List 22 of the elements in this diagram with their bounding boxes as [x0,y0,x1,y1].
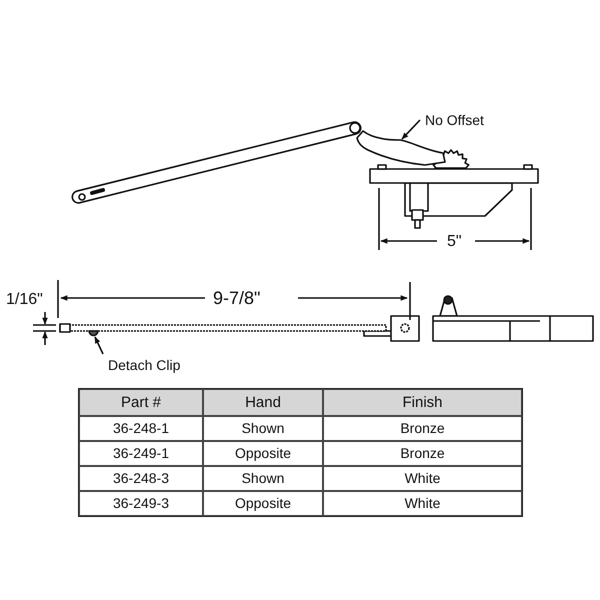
hand-value: Shown [203,466,323,491]
callout-text: No Offset [425,112,484,128]
part-number: 36-249-3 [79,491,203,516]
leader-line [94,336,104,354]
finish-value: Bronze [323,416,522,441]
finish-value: White [323,466,522,491]
hand-value: Opposite [203,441,323,466]
leader-line [401,119,421,140]
hand-value: Opposite [203,491,323,516]
callout-text: Detach Clip [108,357,180,373]
part-number: 36-248-3 [79,466,203,491]
part-number: 36-249-1 [79,441,203,466]
dimension-label: 9-7/8" [213,289,260,307]
detach-clip [88,330,99,336]
part-number: 36-248-1 [79,416,203,441]
column-header: Finish [323,389,522,416]
operator-link [356,130,446,166]
finish-value: White [323,491,522,516]
hand-value: Shown [203,416,323,441]
column-header: Part # [79,389,203,416]
column-header: Hand [203,389,323,416]
finish-value: Bronze [323,441,522,466]
